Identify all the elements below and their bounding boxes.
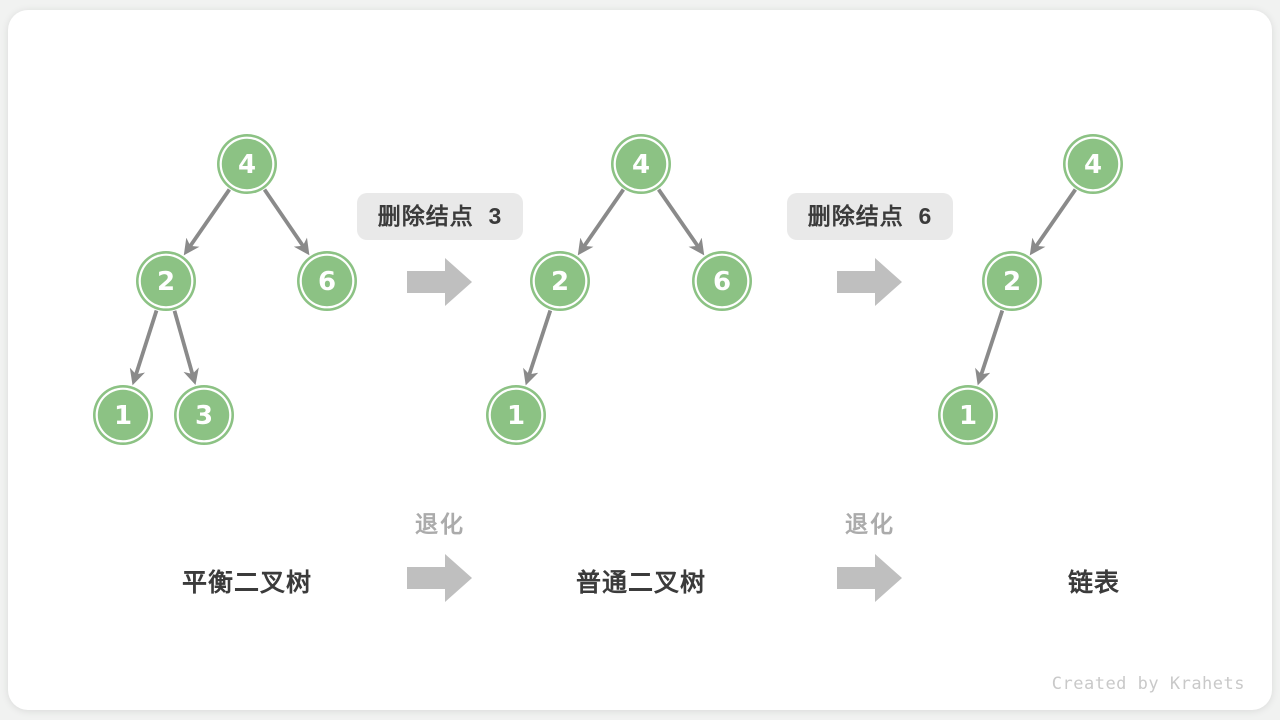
watermark-credit: Created by Krahets [1051, 674, 1245, 694]
tree-edge [262, 188, 310, 256]
tree-linked-list: 4 2 1 [938, 134, 1123, 445]
tree-edge [172, 310, 199, 386]
tree-node-6: 6 [692, 251, 752, 311]
tree-node-3: 3 [174, 385, 234, 445]
degrade-label-right: 退化 [845, 511, 895, 537]
tree-node-value: 2 [1003, 267, 1021, 297]
tree-node-value: 1 [959, 401, 977, 431]
tree-edge [657, 188, 705, 256]
tree-node-value: 6 [713, 267, 731, 297]
tree-node-value: 6 [318, 267, 336, 297]
operation-label-delete-node-3: 删除结点 3 [357, 193, 523, 240]
tree-node-2: 2 [530, 251, 590, 311]
tree-node-4: 4 [1063, 134, 1123, 194]
tree-edge [975, 309, 1005, 386]
caption-linked-list: 链表 [1067, 569, 1120, 597]
tree-node-4: 4 [611, 134, 671, 194]
block-arrow-right-icon [837, 554, 902, 602]
tree-edge [577, 188, 625, 256]
tree-node-value: 4 [632, 150, 650, 180]
tree-edge [129, 309, 159, 386]
tree-node-value: 4 [1084, 150, 1102, 180]
tree-node-2: 2 [982, 251, 1042, 311]
tree-node-6: 6 [297, 251, 357, 311]
tree-node-value: 2 [157, 267, 175, 297]
tree-node-1: 1 [93, 385, 153, 445]
tree-node-1: 1 [938, 385, 998, 445]
tree-node-4: 4 [217, 134, 277, 194]
tree-node-value: 1 [114, 401, 132, 431]
tree-node-1: 1 [486, 385, 546, 445]
operation-label-delete-node-6: 删除结点 6 [787, 193, 953, 240]
tree-edge [183, 188, 231, 256]
tree-balanced-binary-tree: 4 2 6 1 3 [93, 134, 357, 445]
tree-edge [523, 309, 553, 386]
tree-node-value: 3 [195, 401, 213, 431]
tree-ordinary-binary-tree: 4 2 6 1 [486, 134, 752, 445]
caption-balanced-binary-tree: 平衡二叉树 [181, 569, 312, 597]
tree-node-value: 4 [238, 150, 256, 180]
block-arrow-right-icon [407, 258, 472, 306]
block-arrow-right-icon [837, 258, 902, 306]
tree-node-value: 1 [507, 401, 525, 431]
caption-ordinary-binary-tree: 普通二叉树 [575, 569, 706, 597]
figure-card [8, 10, 1272, 710]
block-arrow-right-icon [407, 554, 472, 602]
tree-node-value: 2 [551, 267, 569, 297]
degrade-label-left: 退化 [415, 511, 465, 537]
tree-node-2: 2 [136, 251, 196, 311]
tree-edge [1029, 188, 1077, 256]
